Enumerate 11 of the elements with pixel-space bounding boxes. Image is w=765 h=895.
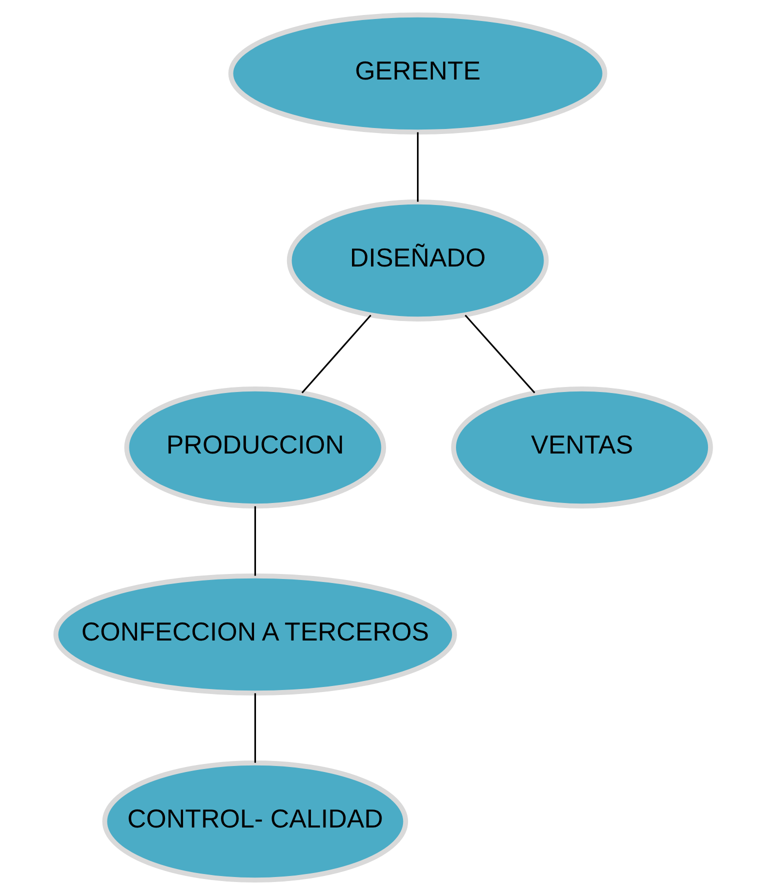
connector xyxy=(254,693,256,763)
connector xyxy=(254,506,256,576)
connector xyxy=(416,132,418,202)
node-ellipse: GERENTE xyxy=(228,12,607,134)
node-ellipse: CONTROL- CALIDAD xyxy=(102,760,408,882)
connector xyxy=(300,314,371,394)
node-ellipse: PRODUCCION xyxy=(124,386,386,508)
connector xyxy=(464,314,535,394)
node-ellipse: CONFECCION A TERCEROS xyxy=(52,574,456,696)
node-ellipse: VENTAS xyxy=(450,386,712,508)
node-ellipse: DISEÑADO xyxy=(286,200,548,322)
